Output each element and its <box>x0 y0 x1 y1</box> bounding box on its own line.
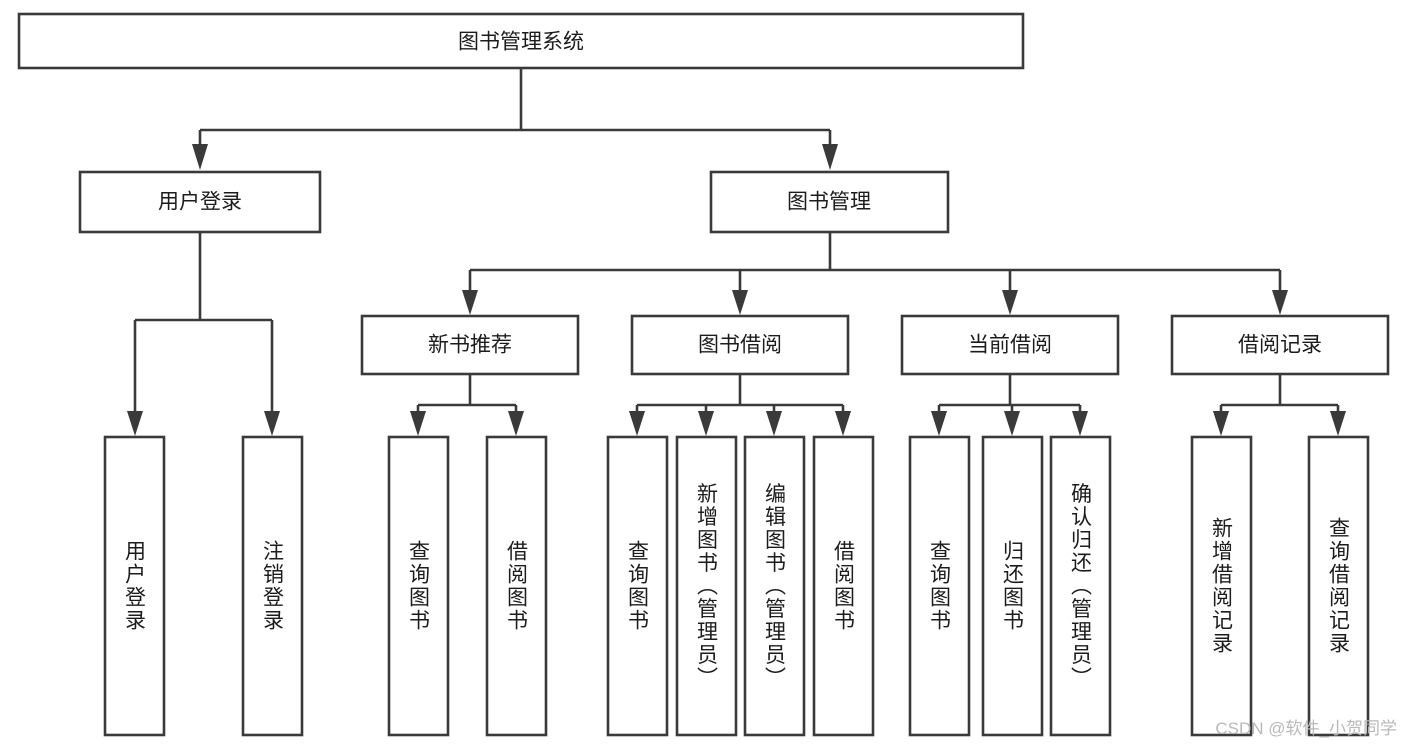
leaf-user-login[interactable]: 用户登录 <box>103 435 166 737</box>
leaf-cb-confirm-return-admin-label: 确认归还（管理员） <box>1069 483 1093 690</box>
arrow-head-book-mgmt <box>822 144 838 170</box>
leaf-cb-return-book-box[interactable] <box>981 435 1044 737</box>
leaf-cb-query-book-label: 查询图书 <box>928 540 952 632</box>
arrow-head-br-leaf2 <box>1330 411 1346 436</box>
leaf-bb-add-book-admin-label: 新增图书（管理员） <box>695 483 719 690</box>
leaf-br-add-record-label: 新增借阅记录 <box>1210 517 1234 655</box>
arrow-head-bb-leaf2 <box>698 411 714 436</box>
arrow-head-leaf-logout <box>264 411 280 436</box>
leaf-br-add-record-box[interactable] <box>1190 435 1253 737</box>
leaf-bb-borrow-book-box[interactable] <box>812 435 875 737</box>
arrow-head-cb-leaf1 <box>931 411 947 436</box>
leaf-cb-query-book[interactable]: 查询图书 <box>908 435 971 737</box>
leaf-bb-add-book-admin[interactable]: 新增图书（管理员） <box>675 435 738 737</box>
node-root-box[interactable] <box>17 12 1025 70</box>
node-book-management[interactable]: 图书管理 <box>709 170 950 234</box>
leaf-bb-borrow-book-label: 借阅图书 <box>832 540 856 632</box>
leaf-bb-borrow-book[interactable]: 借阅图书 <box>812 435 875 737</box>
leaf-cb-confirm-return-admin[interactable]: 确认归还（管理员） <box>1049 435 1112 737</box>
node-book-borrow-label: 图书借阅 <box>698 334 782 357</box>
arrow-head-bb-leaf1 <box>629 411 645 436</box>
edges-layer <box>127 68 1346 436</box>
node-user-login-label: 用户登录 <box>158 191 242 214</box>
leaf-logout-box[interactable] <box>241 435 304 737</box>
leaf-logout-label: 注销登录 <box>261 540 285 632</box>
node-root-label: 图书管理系统 <box>458 31 584 54</box>
arrow-head-nbr-leaf1 <box>410 411 426 436</box>
arrow-head-current-borrow <box>1002 290 1018 315</box>
leaf-nbr-query-book-label: 查询图书 <box>407 540 431 632</box>
leaf-br-query-record-label: 查询借阅记录 <box>1327 517 1351 655</box>
arrow-head-borrow-record <box>1272 290 1288 315</box>
node-borrow-record[interactable]: 借阅记录 <box>1170 314 1390 376</box>
leaf-logout[interactable]: 注销登录 <box>241 435 304 737</box>
node-new-book-recommend-label: 新书推荐 <box>428 334 512 357</box>
leaf-user-login-box[interactable] <box>103 435 166 737</box>
leaf-bb-edit-book-admin-box[interactable] <box>743 435 806 737</box>
node-borrow-record-label: 借阅记录 <box>1238 334 1322 357</box>
arrow-head-new-book-rec <box>462 290 478 315</box>
node-borrow-record-box[interactable] <box>1170 314 1390 376</box>
leaf-nbr-query-book[interactable]: 查询图书 <box>387 435 450 737</box>
leaf-br-add-record[interactable]: 新增借阅记录 <box>1190 435 1253 737</box>
leaf-bb-edit-book-admin[interactable]: 编辑图书（管理员） <box>743 435 806 737</box>
leaf-bb-query-book-label: 查询图书 <box>626 540 650 632</box>
node-user-login[interactable]: 用户登录 <box>78 170 322 234</box>
leaf-nbr-borrow-book-box[interactable] <box>485 435 548 737</box>
leaf-user-login-label: 用户登录 <box>123 540 147 632</box>
arrow-head-leaf-user-login <box>127 411 143 436</box>
arrow-head-nbr-leaf2 <box>508 411 524 436</box>
arrow-head-bb-leaf4 <box>835 411 851 436</box>
node-root[interactable]: 图书管理系统 <box>17 12 1025 70</box>
leaf-nbr-borrow-book[interactable]: 借阅图书 <box>485 435 548 737</box>
leaf-cb-confirm-return-admin-box[interactable] <box>1049 435 1112 737</box>
node-book-management-box[interactable] <box>709 170 950 234</box>
leaf-br-query-record[interactable]: 查询借阅记录 <box>1307 435 1370 737</box>
arrow-head-br-leaf1 <box>1213 411 1229 436</box>
leaf-bb-edit-book-admin-label: 编辑图书（管理员） <box>763 483 787 690</box>
arrow-head-book-borrow <box>732 290 748 315</box>
leaf-cb-return-book-label: 归还图书 <box>1001 540 1025 632</box>
node-current-borrow[interactable]: 当前借阅 <box>900 314 1120 376</box>
leaf-cb-query-book-box[interactable] <box>908 435 971 737</box>
arrow-head-user-login <box>192 144 208 170</box>
node-new-book-recommend[interactable]: 新书推荐 <box>360 314 580 376</box>
node-book-management-label: 图书管理 <box>787 191 871 214</box>
arrow-head-cb-leaf2 <box>1004 411 1020 436</box>
node-user-login-box[interactable] <box>78 170 322 234</box>
node-new-book-recommend-box[interactable] <box>360 314 580 376</box>
node-book-borrow[interactable]: 图书借阅 <box>630 314 850 376</box>
arrow-head-bb-leaf3 <box>766 411 782 436</box>
node-book-borrow-box[interactable] <box>630 314 850 376</box>
leaf-cb-return-book[interactable]: 归还图书 <box>981 435 1044 737</box>
leaf-bb-query-book-box[interactable] <box>606 435 669 737</box>
leaf-nbr-query-book-box[interactable] <box>387 435 450 737</box>
node-current-borrow-label: 当前借阅 <box>968 334 1052 357</box>
leaf-nbr-borrow-book-label: 借阅图书 <box>505 540 529 632</box>
leaf-br-query-record-box[interactable] <box>1307 435 1370 737</box>
node-current-borrow-box[interactable] <box>900 314 1120 376</box>
arrow-head-cb-leaf3 <box>1072 411 1088 436</box>
leaf-bb-add-book-admin-box[interactable] <box>675 435 738 737</box>
leaf-bb-query-book[interactable]: 查询图书 <box>606 435 669 737</box>
